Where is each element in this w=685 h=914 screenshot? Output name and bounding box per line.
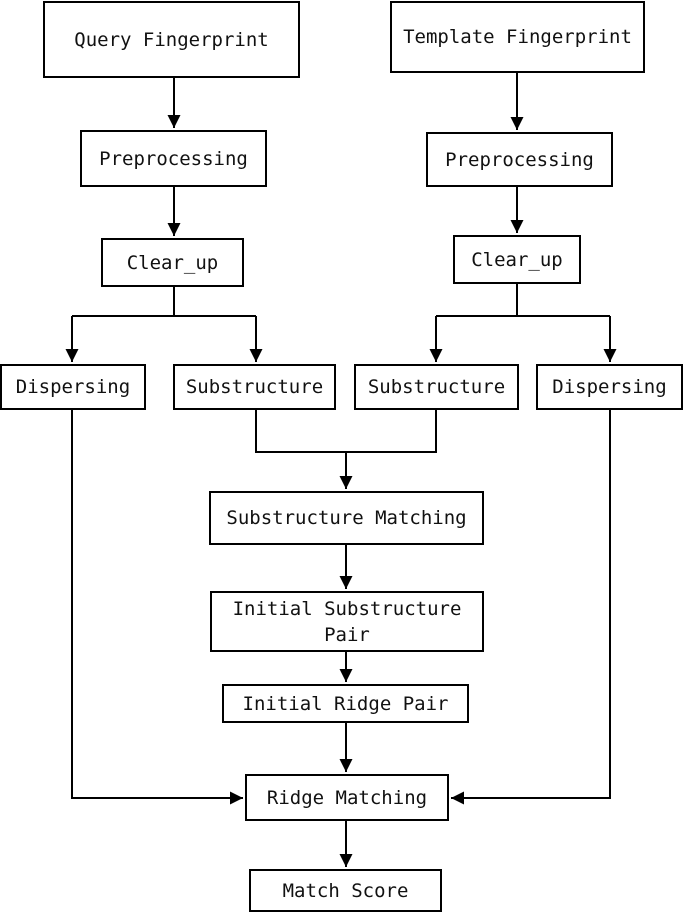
query-clear-up-label: Clear_up	[126, 251, 219, 274]
query-substructure-label: Substructure	[185, 376, 324, 398]
match-score-box: Match Score	[249, 869, 442, 912]
query-fingerprint-box: Query Fingerprint	[43, 1, 300, 78]
match-score-label: Match Score	[282, 879, 409, 902]
template-fingerprint-box: Template Fingerprint	[390, 1, 645, 73]
initial-substructure-pair-box: Initial Substructure Pair	[210, 591, 484, 652]
template-dispersing-box: Dispersing	[536, 364, 683, 410]
template-dispersing-label: Dispersing	[552, 376, 667, 398]
template-substructure-label: Substructure	[367, 376, 506, 398]
arrow-dispersing-left-to-ridge	[71, 410, 243, 805]
ridge-matching-box: Ridge Matching	[245, 774, 449, 821]
query-dispersing-box: Dispersing	[0, 364, 146, 410]
ridge-matching-label: Ridge Matching	[266, 786, 428, 809]
template-clear-up-box: Clear_up	[453, 235, 581, 284]
query-preprocessing-label: Preprocessing	[99, 147, 248, 170]
substructure-matching-box: Substructure Matching	[209, 491, 484, 545]
initial-ridge-pair-box: Initial Ridge Pair	[222, 684, 469, 723]
query-substructure-box: Substructure	[173, 364, 336, 410]
query-dispersing-label: Dispersing	[15, 376, 131, 398]
query-preprocessing-box: Preprocessing	[80, 130, 267, 187]
template-clear-up-label: Clear_up	[471, 248, 563, 271]
arrow-dispersing-right-to-ridge	[451, 410, 611, 805]
line-clearup-split-left	[72, 287, 256, 317]
initial-substructure-pair-label: Initial Substructure Pair	[232, 597, 462, 646]
template-preprocessing-box: Preprocessing	[426, 132, 613, 187]
template-substructure-box: Substructure	[354, 364, 519, 410]
initial-ridge-pair-label: Initial Ridge Pair	[242, 692, 449, 715]
query-fingerprint-label: Query Fingerprint	[74, 28, 269, 51]
line-clearup-split-right	[436, 284, 610, 317]
template-fingerprint-label: Template Fingerprint	[403, 26, 632, 48]
template-preprocessing-label: Preprocessing	[445, 148, 594, 171]
substructure-matching-label: Substructure Matching	[226, 507, 467, 529]
line-substructures-merge	[255, 410, 437, 453]
query-clear-up-box: Clear_up	[101, 238, 244, 287]
